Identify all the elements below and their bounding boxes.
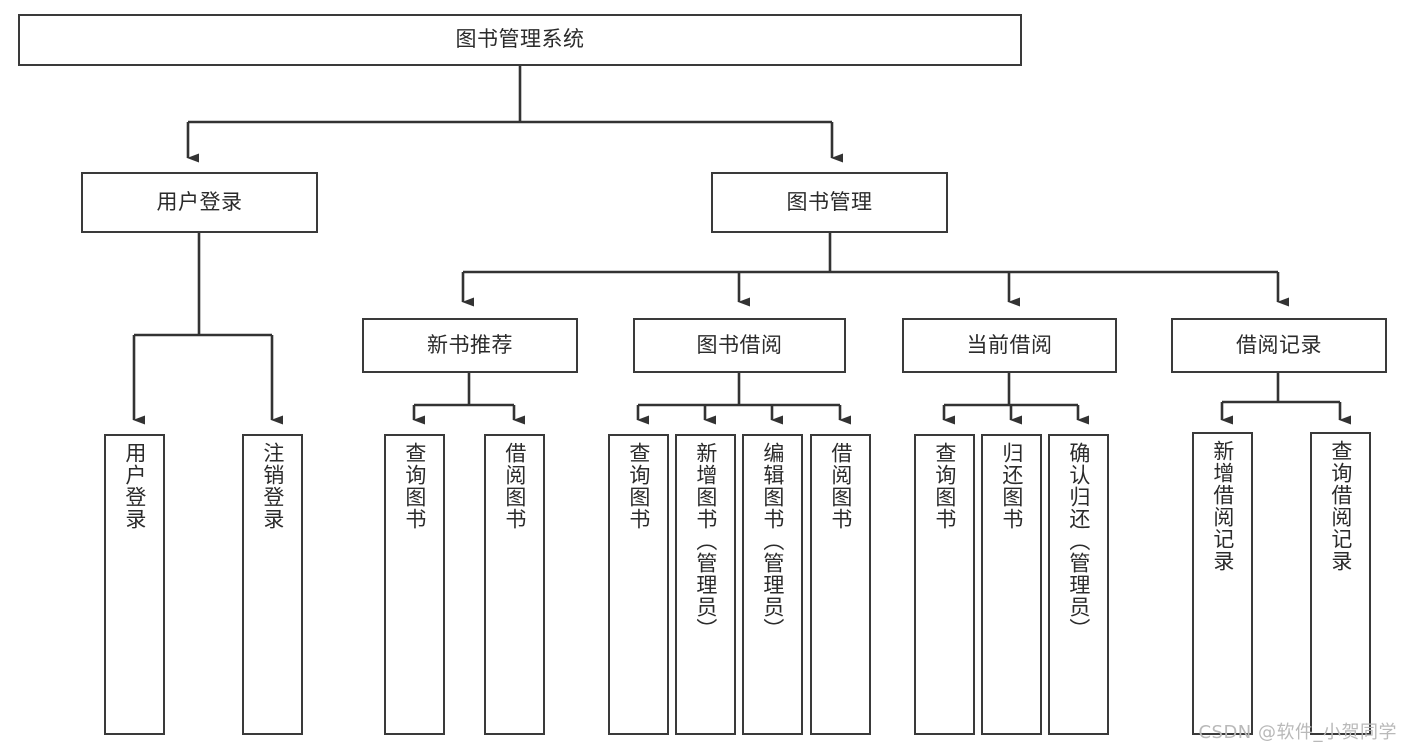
leaf-user-login[interactable]: 用户登录 bbox=[104, 434, 165, 735]
leaf-borrow-book-recommend-label: 借阅图书 bbox=[502, 442, 527, 530]
leaf-add-book-admin[interactable]: 新增图书（管理员） bbox=[675, 434, 736, 735]
leaf-return-book[interactable]: 归还图书 bbox=[981, 434, 1042, 735]
node-new-book-recommend[interactable]: 新书推荐 bbox=[362, 318, 578, 373]
node-borrow-record[interactable]: 借阅记录 bbox=[1171, 318, 1387, 373]
leaf-add-book-admin-label: 新增图书（管理员） bbox=[693, 442, 718, 640]
leaf-query-borrow-record-label: 查询借阅记录 bbox=[1328, 440, 1353, 572]
leaf-edit-book-admin[interactable]: 编辑图书（管理员） bbox=[742, 434, 803, 735]
watermark-text: CSDN @软件_小贺同学 bbox=[1198, 722, 1397, 743]
leaf-query-book-recommend[interactable]: 查询图书 bbox=[384, 434, 445, 735]
leaf-confirm-return-admin-label: 确认归还（管理员） bbox=[1066, 442, 1091, 640]
node-book-borrow-label: 图书借阅 bbox=[696, 332, 783, 357]
leaf-borrow-book[interactable]: 借阅图书 bbox=[810, 434, 871, 735]
leaf-query-book-current[interactable]: 查询图书 bbox=[914, 434, 975, 735]
node-book-management-label: 图书管理 bbox=[786, 189, 873, 214]
leaf-logout-label: 注销登录 bbox=[260, 442, 285, 530]
leaf-query-book-borrow-label: 查询图书 bbox=[626, 442, 651, 530]
leaf-query-borrow-record[interactable]: 查询借阅记录 bbox=[1310, 432, 1371, 735]
leaf-query-book-recommend-label: 查询图书 bbox=[402, 442, 427, 530]
leaf-add-borrow-record-label: 新增借阅记录 bbox=[1210, 440, 1235, 572]
node-root-label: 图书管理系统 bbox=[455, 27, 585, 52]
node-book-management[interactable]: 图书管理 bbox=[711, 172, 948, 233]
node-user-login-label: 用户登录 bbox=[156, 189, 243, 214]
leaf-return-book-label: 归还图书 bbox=[999, 442, 1024, 530]
node-root[interactable]: 图书管理系统 bbox=[18, 14, 1022, 66]
leaf-borrow-book-recommend[interactable]: 借阅图书 bbox=[484, 434, 545, 735]
leaf-borrow-book-label: 借阅图书 bbox=[828, 442, 853, 530]
leaf-query-book-borrow[interactable]: 查询图书 bbox=[608, 434, 669, 735]
node-borrow-record-label: 借阅记录 bbox=[1236, 332, 1322, 357]
leaf-confirm-return-admin[interactable]: 确认归还（管理员） bbox=[1048, 434, 1109, 735]
leaf-user-login-label: 用户登录 bbox=[122, 442, 147, 530]
leaf-add-borrow-record[interactable]: 新增借阅记录 bbox=[1192, 432, 1253, 735]
leaf-query-book-current-label: 查询图书 bbox=[932, 442, 957, 530]
leaf-logout[interactable]: 注销登录 bbox=[242, 434, 303, 735]
node-book-borrow[interactable]: 图书借阅 bbox=[633, 318, 846, 373]
node-current-borrow[interactable]: 当前借阅 bbox=[902, 318, 1117, 373]
leaf-edit-book-admin-label: 编辑图书（管理员） bbox=[760, 442, 785, 640]
node-user-login[interactable]: 用户登录 bbox=[81, 172, 318, 233]
node-current-borrow-label: 当前借阅 bbox=[966, 332, 1053, 357]
node-new-book-recommend-label: 新书推荐 bbox=[427, 332, 513, 357]
